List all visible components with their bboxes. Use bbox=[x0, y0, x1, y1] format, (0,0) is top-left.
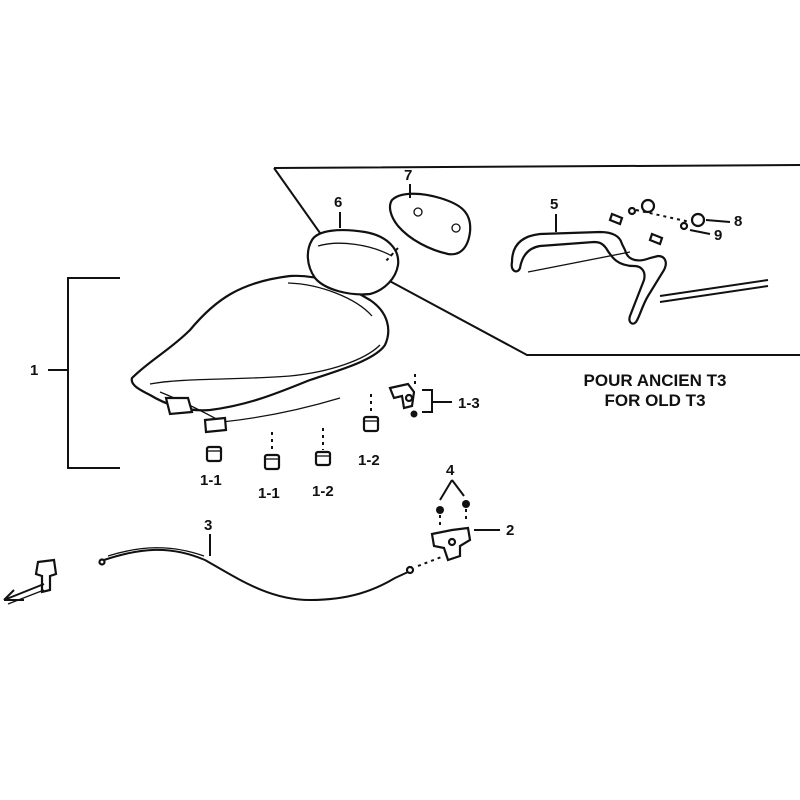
frame-hook bbox=[34, 558, 58, 594]
bracket-1-3 bbox=[422, 389, 452, 413]
part-1-bracket bbox=[48, 277, 120, 469]
latch-screw bbox=[410, 410, 418, 418]
label-1-2-right: 1-2 bbox=[358, 452, 380, 469]
label-2: 2 bbox=[506, 522, 514, 539]
seat-latch bbox=[388, 382, 416, 410]
label-5: 5 bbox=[550, 196, 558, 213]
backrest-pad bbox=[306, 229, 400, 296]
cushion-1-2-left bbox=[314, 450, 332, 467]
label-1-2-left: 1-2 bbox=[312, 483, 334, 500]
seat-lock bbox=[417, 526, 472, 567]
cushion-1-1-right bbox=[263, 453, 281, 471]
seat bbox=[130, 274, 390, 434]
lock-screws bbox=[436, 500, 470, 528]
leader-4 bbox=[439, 479, 465, 501]
label-1-3: 1-3 bbox=[458, 395, 480, 412]
label-1-1-right: 1-1 bbox=[258, 485, 280, 502]
direction-arrow bbox=[3, 583, 45, 601]
direction-arrow-shaft bbox=[7, 589, 45, 605]
label-4: 4 bbox=[446, 462, 455, 479]
label-6: 6 bbox=[334, 194, 342, 211]
leader-8 bbox=[705, 219, 731, 223]
label-8: 8 bbox=[734, 213, 742, 230]
inset-panel-outline bbox=[273, 164, 800, 356]
leader-9 bbox=[689, 229, 711, 235]
label-1-1-left: 1-1 bbox=[200, 472, 222, 489]
seat-release-cable bbox=[98, 547, 415, 602]
cushion-1-2-right bbox=[362, 415, 380, 433]
caption-line-2: FOR OLD T3 bbox=[604, 391, 705, 410]
label-9: 9 bbox=[714, 227, 722, 244]
label-3: 3 bbox=[204, 517, 212, 534]
rack-bolts bbox=[608, 198, 706, 246]
label-7: 7 bbox=[404, 167, 412, 184]
pad-to-plate-dash bbox=[384, 247, 399, 263]
cushion-1-1-left bbox=[205, 445, 223, 463]
caption-line-1: POUR ANCIEN T3 bbox=[584, 371, 727, 390]
backrest-plate bbox=[388, 192, 472, 256]
label-1: 1 bbox=[30, 362, 38, 379]
rear-carrier-rack bbox=[510, 230, 769, 325]
